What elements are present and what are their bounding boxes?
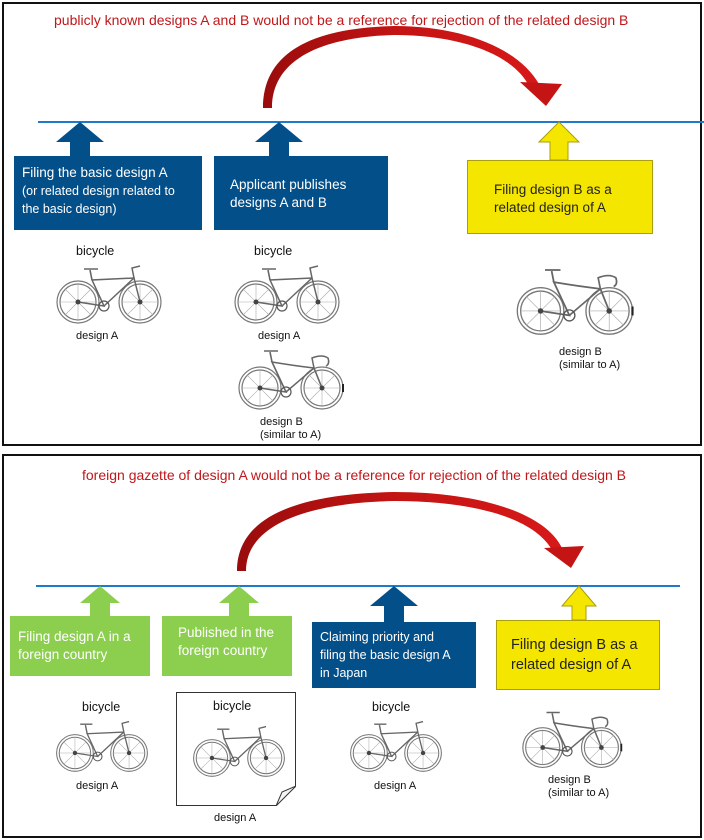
event-text-line: Filing design B as a bbox=[494, 182, 612, 197]
event-text-line: filing the basic design A bbox=[320, 648, 451, 662]
event-box-claiming-priority: Claiming priority and filing the basic d… bbox=[312, 622, 476, 688]
up-arrow-icon bbox=[370, 586, 418, 622]
up-arrow-icon bbox=[255, 122, 303, 156]
figure-heading: bicycle bbox=[254, 244, 293, 258]
curved-arrow-icon bbox=[237, 492, 562, 571]
curved-arrow-head bbox=[520, 82, 562, 106]
bicycle-a-icon bbox=[54, 262, 164, 326]
figure-caption: design A bbox=[76, 780, 119, 792]
event-text-line: Filing design B as a bbox=[511, 637, 638, 653]
event-text-line: foreign country bbox=[18, 647, 108, 662]
up-arrow-icon bbox=[219, 586, 259, 616]
bicycle-a-icon bbox=[191, 721, 287, 781]
figure-caption: design B bbox=[559, 346, 602, 358]
curved-arrow-head bbox=[544, 546, 584, 568]
figure-caption: design A bbox=[76, 330, 119, 342]
event-box-filing-design-b: Filing design B as a related design of A bbox=[496, 620, 660, 690]
event-box-filing-basic-design: Filing the basic design A (or related de… bbox=[14, 156, 202, 230]
event-text-line: foreign country bbox=[178, 643, 268, 658]
event-text-line: Applicant publishes bbox=[230, 177, 347, 192]
event-text-line: Published in the bbox=[178, 625, 275, 640]
event-text-line: related design of A bbox=[511, 657, 632, 673]
panel-foreign-gazette: foreign gazette of design A would not be… bbox=[2, 454, 702, 838]
event-text-line: Filing design A in a bbox=[18, 629, 131, 644]
gazette-document-icon: bicycle bbox=[176, 692, 296, 806]
up-arrow-icon bbox=[537, 121, 581, 161]
event-text-line: Filing the basic design A bbox=[22, 165, 168, 180]
figure-heading: bicycle bbox=[82, 700, 121, 714]
event-box-published-foreign: Published in the foreign country bbox=[162, 616, 292, 676]
page-curl-icon bbox=[276, 786, 296, 806]
figure-heading: bicycle bbox=[213, 699, 252, 713]
figure-caption: design A bbox=[374, 780, 417, 792]
curved-arrow-icon bbox=[263, 26, 539, 108]
panel1-title: publicly known designs A and B would not… bbox=[54, 12, 629, 28]
bicycle-a-icon bbox=[54, 716, 150, 776]
up-arrow-icon bbox=[560, 585, 598, 621]
event-text-line: (or related design related to bbox=[22, 184, 175, 198]
panel-publicly-known-designs: publicly known designs A and B would not… bbox=[2, 2, 704, 446]
figure-caption: design B bbox=[260, 416, 303, 428]
bicycle-a-icon bbox=[348, 716, 444, 776]
figure-heading: bicycle bbox=[372, 700, 411, 714]
panel2-title: foreign gazette of design A would not be… bbox=[82, 467, 627, 483]
panel1-graphics bbox=[38, 26, 704, 161]
figure-caption: design A bbox=[214, 812, 257, 824]
event-text-line: related design of A bbox=[494, 200, 606, 215]
event-text-line: designs A and B bbox=[230, 195, 327, 210]
figure-caption: design A bbox=[258, 330, 301, 342]
event-text-line: Claiming priority and bbox=[320, 630, 434, 644]
figure-heading: bicycle bbox=[76, 244, 115, 258]
event-box-applicant-publishes: Applicant publishes designs A and B bbox=[214, 156, 388, 230]
up-arrow-icon bbox=[80, 586, 120, 616]
figure-subcaption: (similar to A) bbox=[260, 429, 322, 441]
bicycle-b-icon bbox=[236, 346, 348, 412]
event-box-filing-foreign: Filing design A in a foreign country bbox=[10, 616, 150, 676]
figure-caption: design B bbox=[548, 774, 591, 786]
panel2-graphics bbox=[36, 492, 680, 622]
figure-subcaption: (similar to A) bbox=[548, 787, 610, 799]
event-text-line: the basic design) bbox=[22, 202, 117, 216]
bicycle-a-icon bbox=[232, 262, 342, 326]
up-arrow-icon bbox=[56, 122, 104, 156]
bicycle-b-icon bbox=[514, 264, 638, 338]
bicycle-b-icon bbox=[520, 706, 626, 772]
event-box-filing-design-b: Filing design B as a related design of A bbox=[467, 160, 653, 234]
figure-subcaption: (similar to A) bbox=[559, 359, 621, 371]
event-text-line: in Japan bbox=[320, 666, 368, 680]
